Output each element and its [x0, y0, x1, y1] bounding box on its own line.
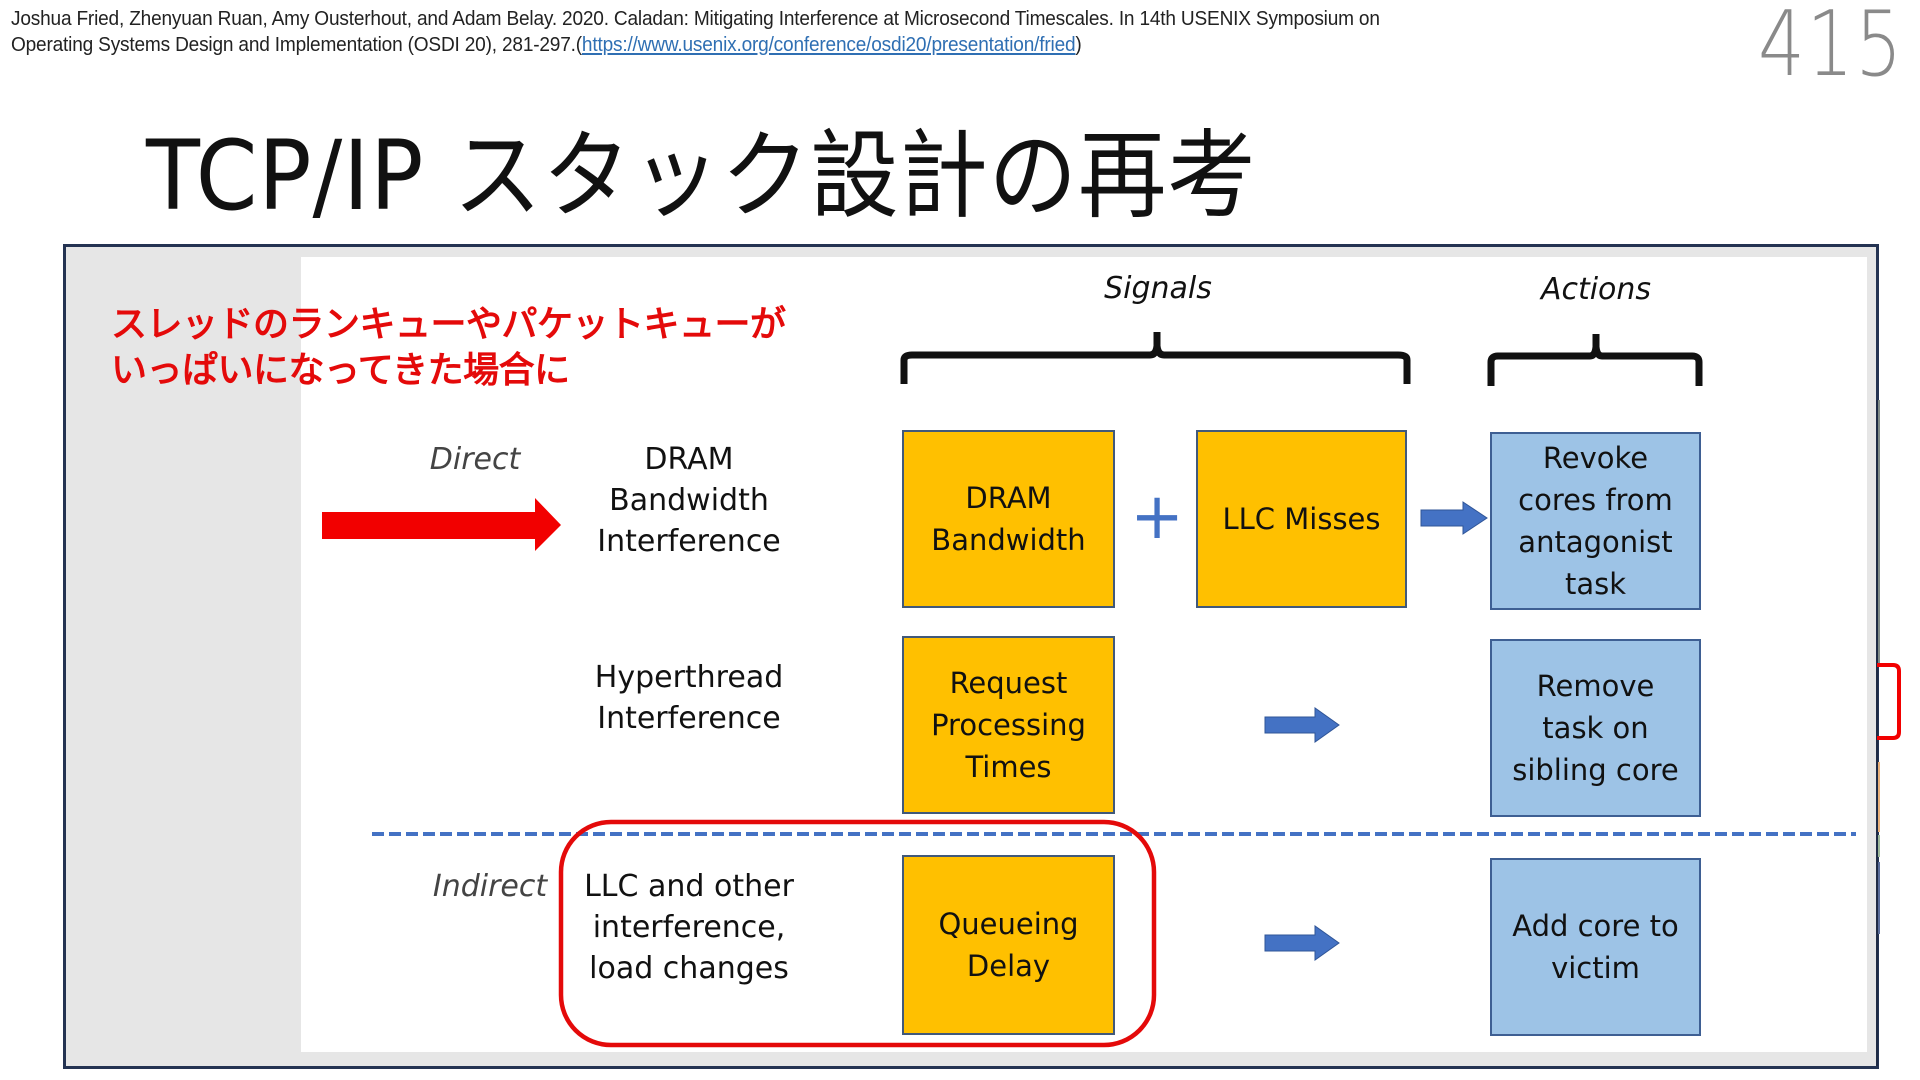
edge-strip-blue	[1877, 862, 1880, 934]
citation-line-2-text: Operating Systems Design and Implementat…	[11, 33, 582, 56]
slide-title: TCP/IP スタック設計の再考	[146, 120, 1257, 232]
signal-box-dram-bandwidth: DRAM Bandwidth	[902, 430, 1115, 608]
interference-line: Bandwidth	[609, 483, 769, 518]
interference-line: Interference	[597, 701, 781, 736]
action-box-revoke-cores: Revoke cores from antagonist task	[1490, 432, 1701, 610]
interference-line: LLC and other	[584, 869, 794, 904]
actions-header: Actions	[1540, 272, 1652, 307]
signals-brace	[900, 332, 1411, 384]
signals-header: Signals	[1104, 271, 1212, 306]
annotation-note: スレッドのランキューやパケットキューが いっぱいになってきた場合に	[111, 302, 786, 394]
signal-box-text: DRAM Bandwidth	[931, 481, 1086, 557]
action-box-text: Revoke cores from antagonist task	[1518, 441, 1673, 601]
signal-box-text: Queueing Delay	[938, 907, 1079, 983]
blue-arrow-icon	[1264, 707, 1340, 743]
interference-line: Interference	[597, 524, 781, 559]
action-box-text: Add core to victim	[1512, 909, 1679, 985]
highlight-box	[558, 819, 1157, 1048]
interference-line: interference,	[592, 910, 786, 945]
edge-red-bracket	[1877, 663, 1901, 740]
citation-line-2: Operating Systems Design and Implementat…	[11, 32, 1380, 58]
citation-link[interactable]: https://www.usenix.org/conference/osdi20…	[581, 33, 1076, 56]
signal-box-text: Request Processing Times	[931, 666, 1086, 784]
interference-line: load changes	[589, 951, 789, 986]
interference-line: Hyperthread	[594, 660, 784, 695]
signal-box-request-processing-times: Request Processing Times	[902, 636, 1115, 814]
action-box-remove-task: Remove task on sibling core	[1490, 639, 1701, 817]
category-indirect: Indirect	[432, 869, 548, 904]
actions-brace	[1487, 334, 1703, 386]
plus-icon: +	[1130, 480, 1184, 554]
annotation-line-1: スレッドのランキューやパケットキューが	[111, 304, 786, 345]
page-number: 415	[1758, 0, 1904, 97]
annotation-line-2: いっぱいになってきた場合に	[111, 350, 570, 391]
action-box-text: Remove task on sibling core	[1512, 669, 1679, 787]
citation-line-1: Joshua Fried, Zhenyuan Ruan, Amy Ousterh…	[11, 7, 1380, 30]
interference-label-hyperthread: Hyperthread Interference	[595, 657, 783, 739]
signal-box-queueing-delay: Queueing Delay	[902, 855, 1115, 1035]
citation-line-2-suffix: )	[1075, 33, 1082, 56]
interference-label-llc: LLC and other interference, load changes	[584, 866, 794, 989]
interference-line: DRAM	[644, 442, 734, 477]
signal-box-text: LLC Misses	[1222, 502, 1381, 536]
edge-strip-orange	[1877, 762, 1880, 832]
interference-label-dram: DRAM Bandwidth Interference	[597, 439, 781, 562]
category-direct: Direct	[429, 442, 521, 477]
signal-box-llc-misses: LLC Misses	[1196, 430, 1407, 608]
blue-arrow-icon	[1420, 501, 1488, 535]
red-arrow-icon	[322, 498, 561, 551]
blue-arrow-icon	[1264, 925, 1340, 961]
edge-strip-green	[1877, 835, 1880, 857]
citation: Joshua Fried, Zhenyuan Ruan, Amy Ousterh…	[11, 6, 1380, 58]
action-box-add-core: Add core to victim	[1490, 858, 1701, 1036]
